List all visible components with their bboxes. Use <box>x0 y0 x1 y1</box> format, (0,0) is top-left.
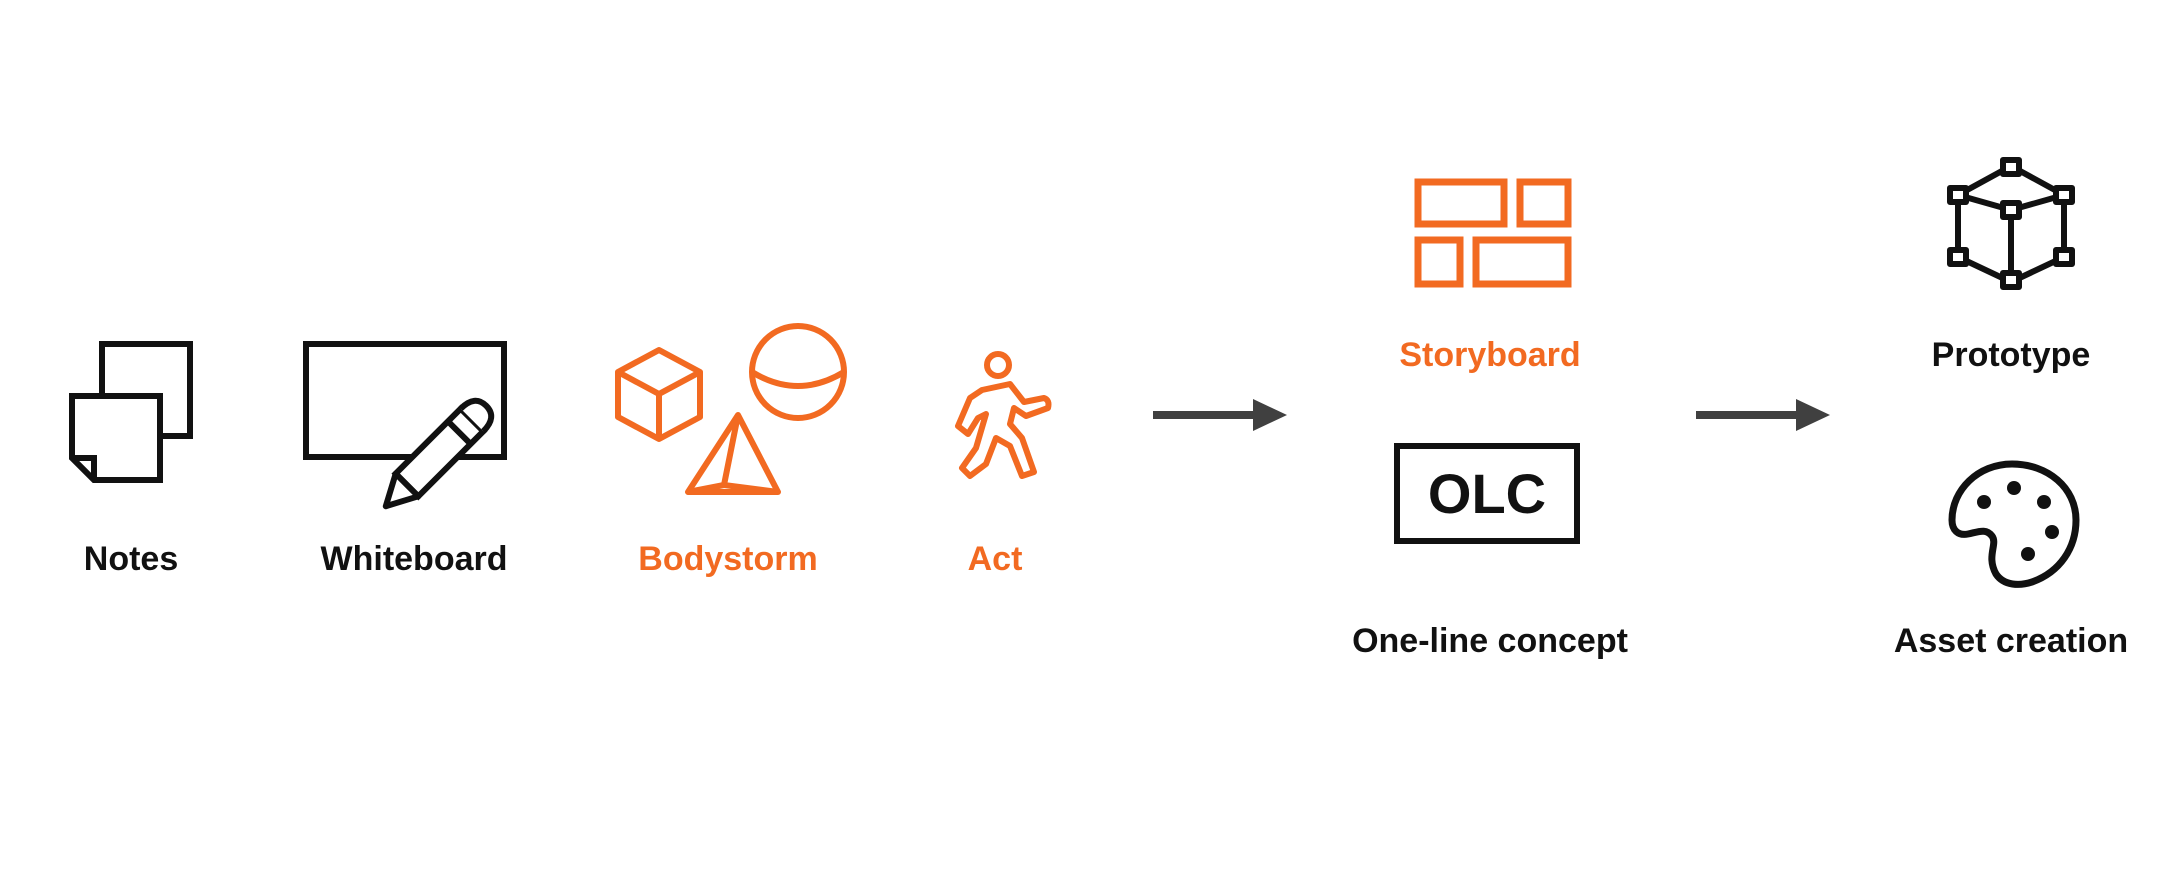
storyboard-panels-icon <box>1414 178 1572 288</box>
olc-box-icon: OLC <box>1394 443 1580 544</box>
notes-label: Notes <box>83 540 179 578</box>
sticky-notes-icon <box>66 340 196 485</box>
one-line-concept-label: One-line concept <box>1352 622 1628 660</box>
prototype-label: Prototype <box>1931 336 2091 374</box>
act-label: Act <box>967 540 1023 578</box>
storyboard-label: Storyboard <box>1399 336 1581 374</box>
3d-shapes-icon <box>614 322 854 497</box>
right-arrow-icon <box>1696 395 1831 435</box>
whiteboard-pencil-icon <box>302 340 512 510</box>
olc-box-text: OLC <box>1427 461 1547 525</box>
whiteboard-label: Whiteboard <box>320 540 508 578</box>
wireframe-cube-icon <box>1946 157 2076 290</box>
right-arrow-icon <box>1153 395 1288 435</box>
bodystorm-label: Bodystorm <box>638 540 818 578</box>
paint-palette-icon <box>1948 458 2080 590</box>
walking-person-icon <box>952 350 1052 480</box>
asset-creation-label: Asset creation <box>1893 622 2129 660</box>
